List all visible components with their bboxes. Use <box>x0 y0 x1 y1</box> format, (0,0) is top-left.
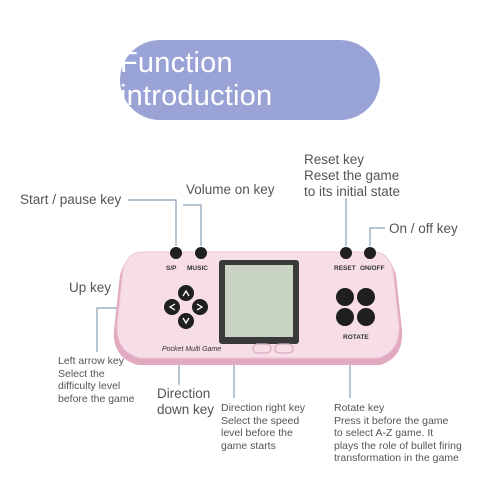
left-arrow-icon <box>168 303 176 311</box>
brand-label: Pocket Multi Game <box>162 346 221 353</box>
page-title: Function introduction <box>120 47 273 112</box>
up-arrow-icon <box>182 289 190 297</box>
callout-start-pause <box>128 199 177 246</box>
onoff-label: ON/OFF <box>360 265 385 272</box>
label-rotate: Rotate key Press it before the game to s… <box>334 402 462 464</box>
d-pad <box>164 285 208 329</box>
rotate-cluster <box>336 288 375 326</box>
start-pause-button[interactable] <box>170 247 182 259</box>
oval-button-1[interactable] <box>252 343 272 354</box>
lcd-screen <box>225 265 293 337</box>
label-direction-down: Direction down key <box>157 386 215 417</box>
rotate-button[interactable] <box>357 308 375 326</box>
title-banner: Function introduction <box>120 40 380 120</box>
action-button-1[interactable] <box>336 288 354 306</box>
sp-label: S/P <box>166 265 177 272</box>
label-reset: Reset key Reset the game to its initial … <box>304 152 401 199</box>
callout-volume <box>183 204 202 246</box>
down-arrow-icon <box>182 317 190 325</box>
label-left-arrow: Left arrow key Select the difficulty lev… <box>58 355 135 405</box>
on-off-button[interactable] <box>364 247 376 259</box>
down-button[interactable] <box>178 313 194 329</box>
label-up: Up key <box>69 280 112 295</box>
handheld-device: S/P MUSIC RESET ON/OFF Pocket Multi Game… <box>113 247 403 365</box>
label-on-off: On / off key <box>389 221 458 236</box>
action-button-3[interactable] <box>336 308 354 326</box>
volume-button[interactable] <box>195 247 207 259</box>
action-button-2[interactable] <box>357 288 375 306</box>
rotate-label: ROTATE <box>343 334 369 341</box>
left-button[interactable] <box>164 299 180 315</box>
reset-label: RESET <box>334 265 356 272</box>
callout-on-off <box>369 227 385 246</box>
up-button[interactable] <box>178 285 194 301</box>
label-volume: Volume on key <box>186 182 275 197</box>
reset-button[interactable] <box>340 247 352 259</box>
label-start-pause: Start / pause key <box>20 192 122 207</box>
label-direction-right: Direction right key Select the speed lev… <box>221 402 306 452</box>
right-arrow-icon <box>196 303 204 311</box>
music-label: MUSIC <box>187 265 208 272</box>
right-button[interactable] <box>192 299 208 315</box>
oval-button-2[interactable] <box>274 343 294 354</box>
